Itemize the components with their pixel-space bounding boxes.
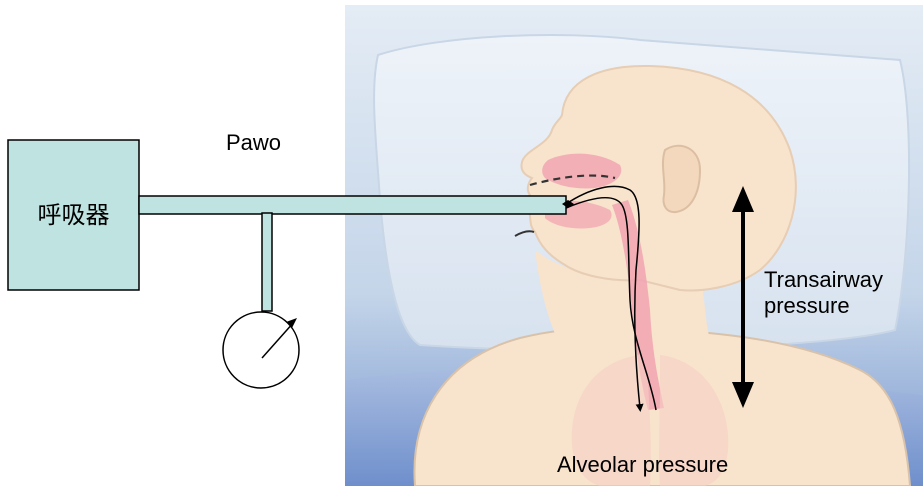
transairway-pressure-label-line1: Transairway [764, 266, 883, 293]
transairway-pressure-label-line2: pressure [764, 292, 850, 319]
gauge-branch-tube [262, 213, 272, 311]
pawo-label: Pawo [226, 129, 281, 156]
alveolar-pressure-label: Alveolar pressure [557, 451, 728, 478]
breathing-tube [139, 196, 566, 214]
patient-illustration [345, 5, 923, 486]
ventilator-label: 呼吸器 [8, 140, 139, 290]
pressure-gauge [223, 312, 299, 388]
